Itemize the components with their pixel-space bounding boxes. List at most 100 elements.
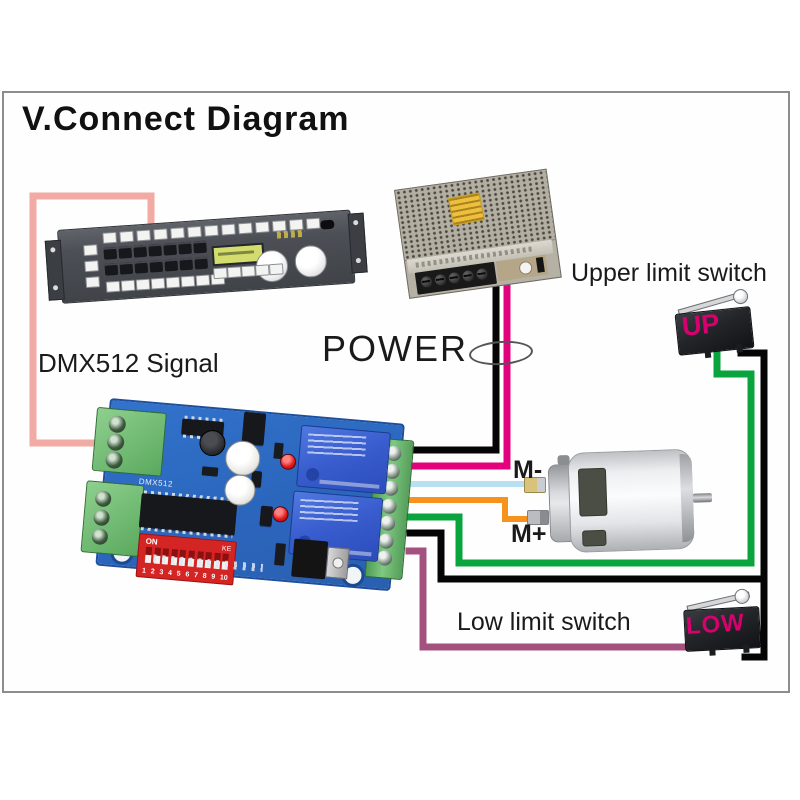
power-black-wire <box>408 280 500 454</box>
console-button <box>240 265 256 278</box>
psu-terminal-screw <box>420 275 433 289</box>
relay-label-text <box>307 433 367 457</box>
console-button <box>105 280 121 293</box>
screw-slot <box>463 274 472 278</box>
smd-component <box>274 543 286 566</box>
motor-vent <box>582 529 607 547</box>
switch-pin <box>709 646 716 656</box>
console-key <box>148 243 163 257</box>
console-key <box>149 259 164 273</box>
console-button <box>254 264 270 277</box>
dip-on-label: ON <box>145 536 159 547</box>
dip-number: 1 <box>141 567 147 575</box>
motor-vent <box>577 467 608 517</box>
dip-number: 2 <box>150 568 155 576</box>
motor-minus-label: M- <box>513 456 543 484</box>
screw-slot <box>477 272 486 276</box>
switch-pin <box>704 348 712 359</box>
page-title: V.Connect Diagram <box>22 100 350 138</box>
console-button <box>268 263 284 276</box>
low-common-black-wire <box>741 575 768 661</box>
regulator-heatsink-tab <box>325 546 350 580</box>
console-key <box>119 261 134 275</box>
terminal-screw <box>376 549 393 567</box>
psu-terminal-screw <box>434 273 447 287</box>
dmx-signal-label: DMX512 Signal <box>38 348 219 378</box>
screw-slot <box>449 275 458 280</box>
transistor <box>259 505 274 527</box>
lcd-text-line <box>217 250 255 256</box>
console-button <box>120 279 136 292</box>
motor-shaft <box>692 493 713 503</box>
red-led <box>279 453 297 471</box>
dip-number: 5 <box>176 570 181 578</box>
low-limit-label: Low limit switch <box>457 608 631 636</box>
low-switch-badge: LOW <box>685 608 746 641</box>
power-supply-unit <box>394 168 562 299</box>
dc-motor <box>541 446 713 554</box>
console-button <box>288 218 304 231</box>
terminal-hole <box>108 415 127 434</box>
dip-slider-nub <box>144 554 152 564</box>
mount-hole-icon <box>52 285 59 291</box>
console-key <box>164 258 179 272</box>
red-led <box>271 505 290 523</box>
console-key <box>194 256 209 270</box>
voltage-regulator <box>291 538 329 580</box>
psu-terminal-screw <box>475 267 489 281</box>
switch-roller-icon <box>732 288 749 305</box>
console-key <box>118 245 133 259</box>
motor-plus-wire <box>407 497 546 522</box>
dip-number: 6 <box>185 571 190 579</box>
terminal-screw <box>381 497 398 514</box>
psu-terminal-screw <box>461 269 475 283</box>
console-key <box>178 241 192 255</box>
mount-hole-icon <box>50 247 56 253</box>
console-button <box>204 224 219 237</box>
dip-number: 4 <box>167 569 173 578</box>
switch-pin <box>743 643 750 653</box>
console-button <box>119 230 135 243</box>
psu-spec-label <box>447 192 485 226</box>
dip-number: 9 <box>210 573 216 581</box>
terminal-hole <box>104 450 124 470</box>
screw-slot <box>421 279 431 283</box>
dip-number: 8 <box>202 572 207 581</box>
dmx-in-terminal-block <box>91 406 167 477</box>
console-button <box>150 277 166 290</box>
terminal-hole <box>94 490 112 508</box>
mount-hole-icon <box>355 257 362 264</box>
console-button <box>187 225 202 238</box>
dip-number: 10 <box>219 574 229 582</box>
relay-1 <box>295 424 392 495</box>
console-button <box>83 244 98 257</box>
console-button <box>170 227 185 240</box>
low-purple-wire <box>405 547 716 651</box>
console-button <box>165 276 181 289</box>
console-key <box>163 242 178 256</box>
console-power-button <box>319 219 335 230</box>
console-key <box>179 257 194 271</box>
relay-coil-mark <box>305 467 320 482</box>
console-key <box>134 260 149 274</box>
dip-number: 7 <box>193 572 199 580</box>
console-button <box>84 260 99 273</box>
console-button <box>153 228 168 241</box>
dip-slider <box>144 546 153 564</box>
terminal-screw <box>379 515 396 532</box>
dip-number: 3 <box>159 568 164 577</box>
upper-limit-label: Upper limit switch <box>571 259 767 287</box>
switch-pin <box>735 343 743 353</box>
dip-ke-label: KE <box>221 545 232 554</box>
console-button <box>195 274 211 287</box>
console-button <box>254 221 270 234</box>
psu-component <box>535 256 545 273</box>
console-button <box>271 220 287 232</box>
power-magenta-wire <box>408 280 511 470</box>
console-key <box>133 244 148 258</box>
power-label: POWER <box>322 328 469 369</box>
console-button <box>135 278 151 291</box>
console-left-ear <box>44 239 65 301</box>
